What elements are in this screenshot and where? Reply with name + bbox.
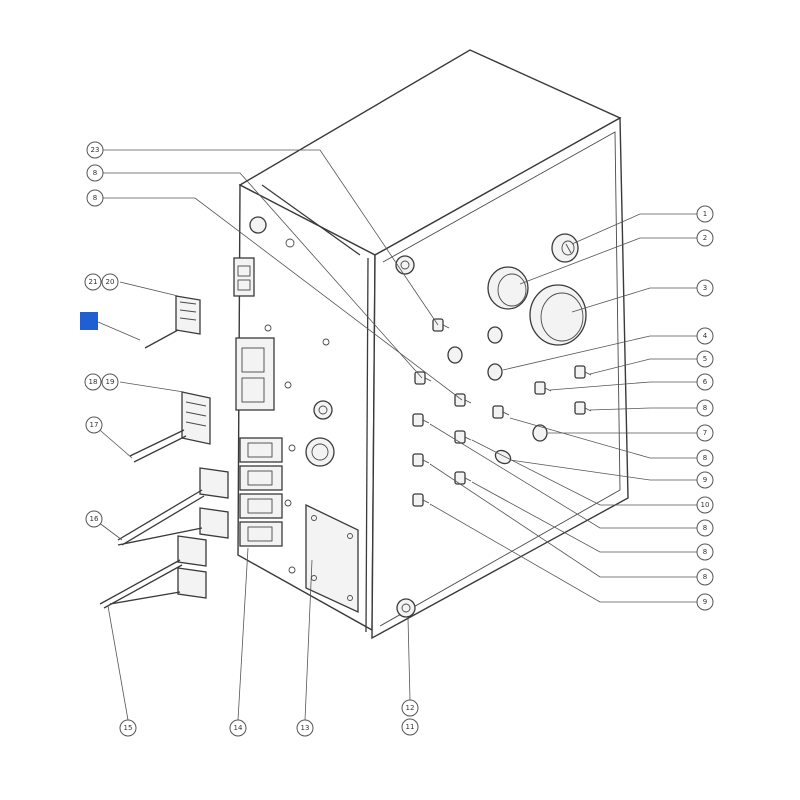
- callout-21: 21: [84, 273, 102, 291]
- plug-21-20: [175, 295, 201, 335]
- svg-text:19: 19: [106, 378, 115, 386]
- callout-17: 17: [85, 416, 103, 434]
- callout-11: 11: [401, 718, 419, 736]
- svg-text:9: 9: [703, 598, 707, 606]
- cable-17b: [133, 435, 187, 463]
- svg-text:3: 3: [703, 284, 707, 292]
- callout-2: 2: [696, 229, 714, 247]
- callout-16: 16: [85, 510, 103, 528]
- svg-text:12: 12: [406, 704, 415, 712]
- svg-text:8: 8: [703, 524, 707, 532]
- highlight-leader: [97, 321, 141, 341]
- door-inner-edge: [379, 131, 621, 627]
- svg-text:20: 20: [106, 278, 115, 286]
- callout-8d: 8: [696, 543, 714, 561]
- callout-18: 18: [84, 373, 102, 391]
- svg-text:16: 16: [90, 515, 99, 523]
- callout-8e: 8: [696, 568, 714, 586]
- callout-15: 15: [119, 719, 137, 737]
- cable-21: [144, 329, 179, 349]
- svg-text:8: 8: [93, 169, 97, 177]
- svg-text:2: 2: [703, 234, 707, 242]
- svg-text:7: 7: [703, 429, 707, 437]
- leader-lines: [93, 149, 697, 721]
- callout-10: 10: [696, 496, 714, 514]
- svg-text:21: 21: [89, 278, 98, 286]
- middle-connector-block: [235, 337, 275, 411]
- cover-plate: [305, 503, 359, 614]
- callout-8-top-a: 8: [86, 189, 104, 207]
- svg-text:8: 8: [703, 404, 707, 412]
- callout-8-top-b: 8: [86, 164, 104, 182]
- svg-text:8: 8: [703, 573, 707, 581]
- callout-5: 5: [696, 350, 714, 368]
- svg-text:23: 23: [91, 146, 100, 154]
- callout-1: 1: [696, 205, 714, 223]
- callout-6: 6: [696, 373, 714, 391]
- svg-text:8: 8: [703, 454, 707, 462]
- callout-3: 3: [696, 279, 714, 297]
- callout-9a: 9: [696, 471, 714, 489]
- callout-9b: 9: [696, 593, 714, 611]
- top-brace: [261, 184, 361, 256]
- svg-text:13: 13: [301, 724, 310, 732]
- callout-8c: 8: [696, 519, 714, 537]
- highlight-marker[interactable]: [80, 312, 98, 330]
- svg-text:8: 8: [703, 548, 707, 556]
- svg-text:4: 4: [703, 332, 708, 340]
- callout-13: 13: [296, 719, 314, 737]
- lower-hinge: [396, 598, 416, 618]
- upper-connector-block: [233, 257, 255, 297]
- callout-4: 4: [696, 327, 714, 345]
- svg-text:11: 11: [406, 723, 415, 731]
- svg-text:6: 6: [703, 378, 708, 386]
- callout-23: 23: [86, 141, 104, 159]
- svg-text:10: 10: [701, 501, 710, 509]
- plug-set-lower: [177, 467, 229, 599]
- callout-8b: 8: [696, 449, 714, 467]
- lower-connector-stack: [239, 437, 283, 547]
- svg-text:18: 18: [89, 378, 98, 386]
- cable-17: [129, 429, 185, 457]
- svg-text:17: 17: [90, 421, 99, 429]
- door-hinge-edge: [365, 257, 369, 633]
- pilot-lights: [447, 326, 548, 442]
- callout-14: 14: [229, 719, 247, 737]
- callout-7: 7: [696, 424, 714, 442]
- plug-19-18: [181, 391, 211, 445]
- callout-12: 12: [401, 699, 419, 717]
- svg-text:5: 5: [703, 355, 707, 363]
- gauge-small: [487, 266, 529, 310]
- svg-text:15: 15: [124, 724, 133, 732]
- callout-19: 19: [101, 373, 119, 391]
- svg-text:9: 9: [703, 476, 707, 484]
- cables-lower: [99, 489, 205, 609]
- svg-text:8: 8: [93, 194, 97, 202]
- svg-text:1: 1: [703, 210, 707, 218]
- callout-20: 20: [101, 273, 119, 291]
- svg-text:14: 14: [234, 724, 243, 732]
- key-switch: [551, 233, 579, 263]
- round-connector: [305, 400, 335, 467]
- callout-8a: 8: [696, 399, 714, 417]
- upper-hinge: [395, 255, 415, 275]
- gauge-large: [529, 284, 587, 346]
- side-cable-gland: [249, 216, 295, 248]
